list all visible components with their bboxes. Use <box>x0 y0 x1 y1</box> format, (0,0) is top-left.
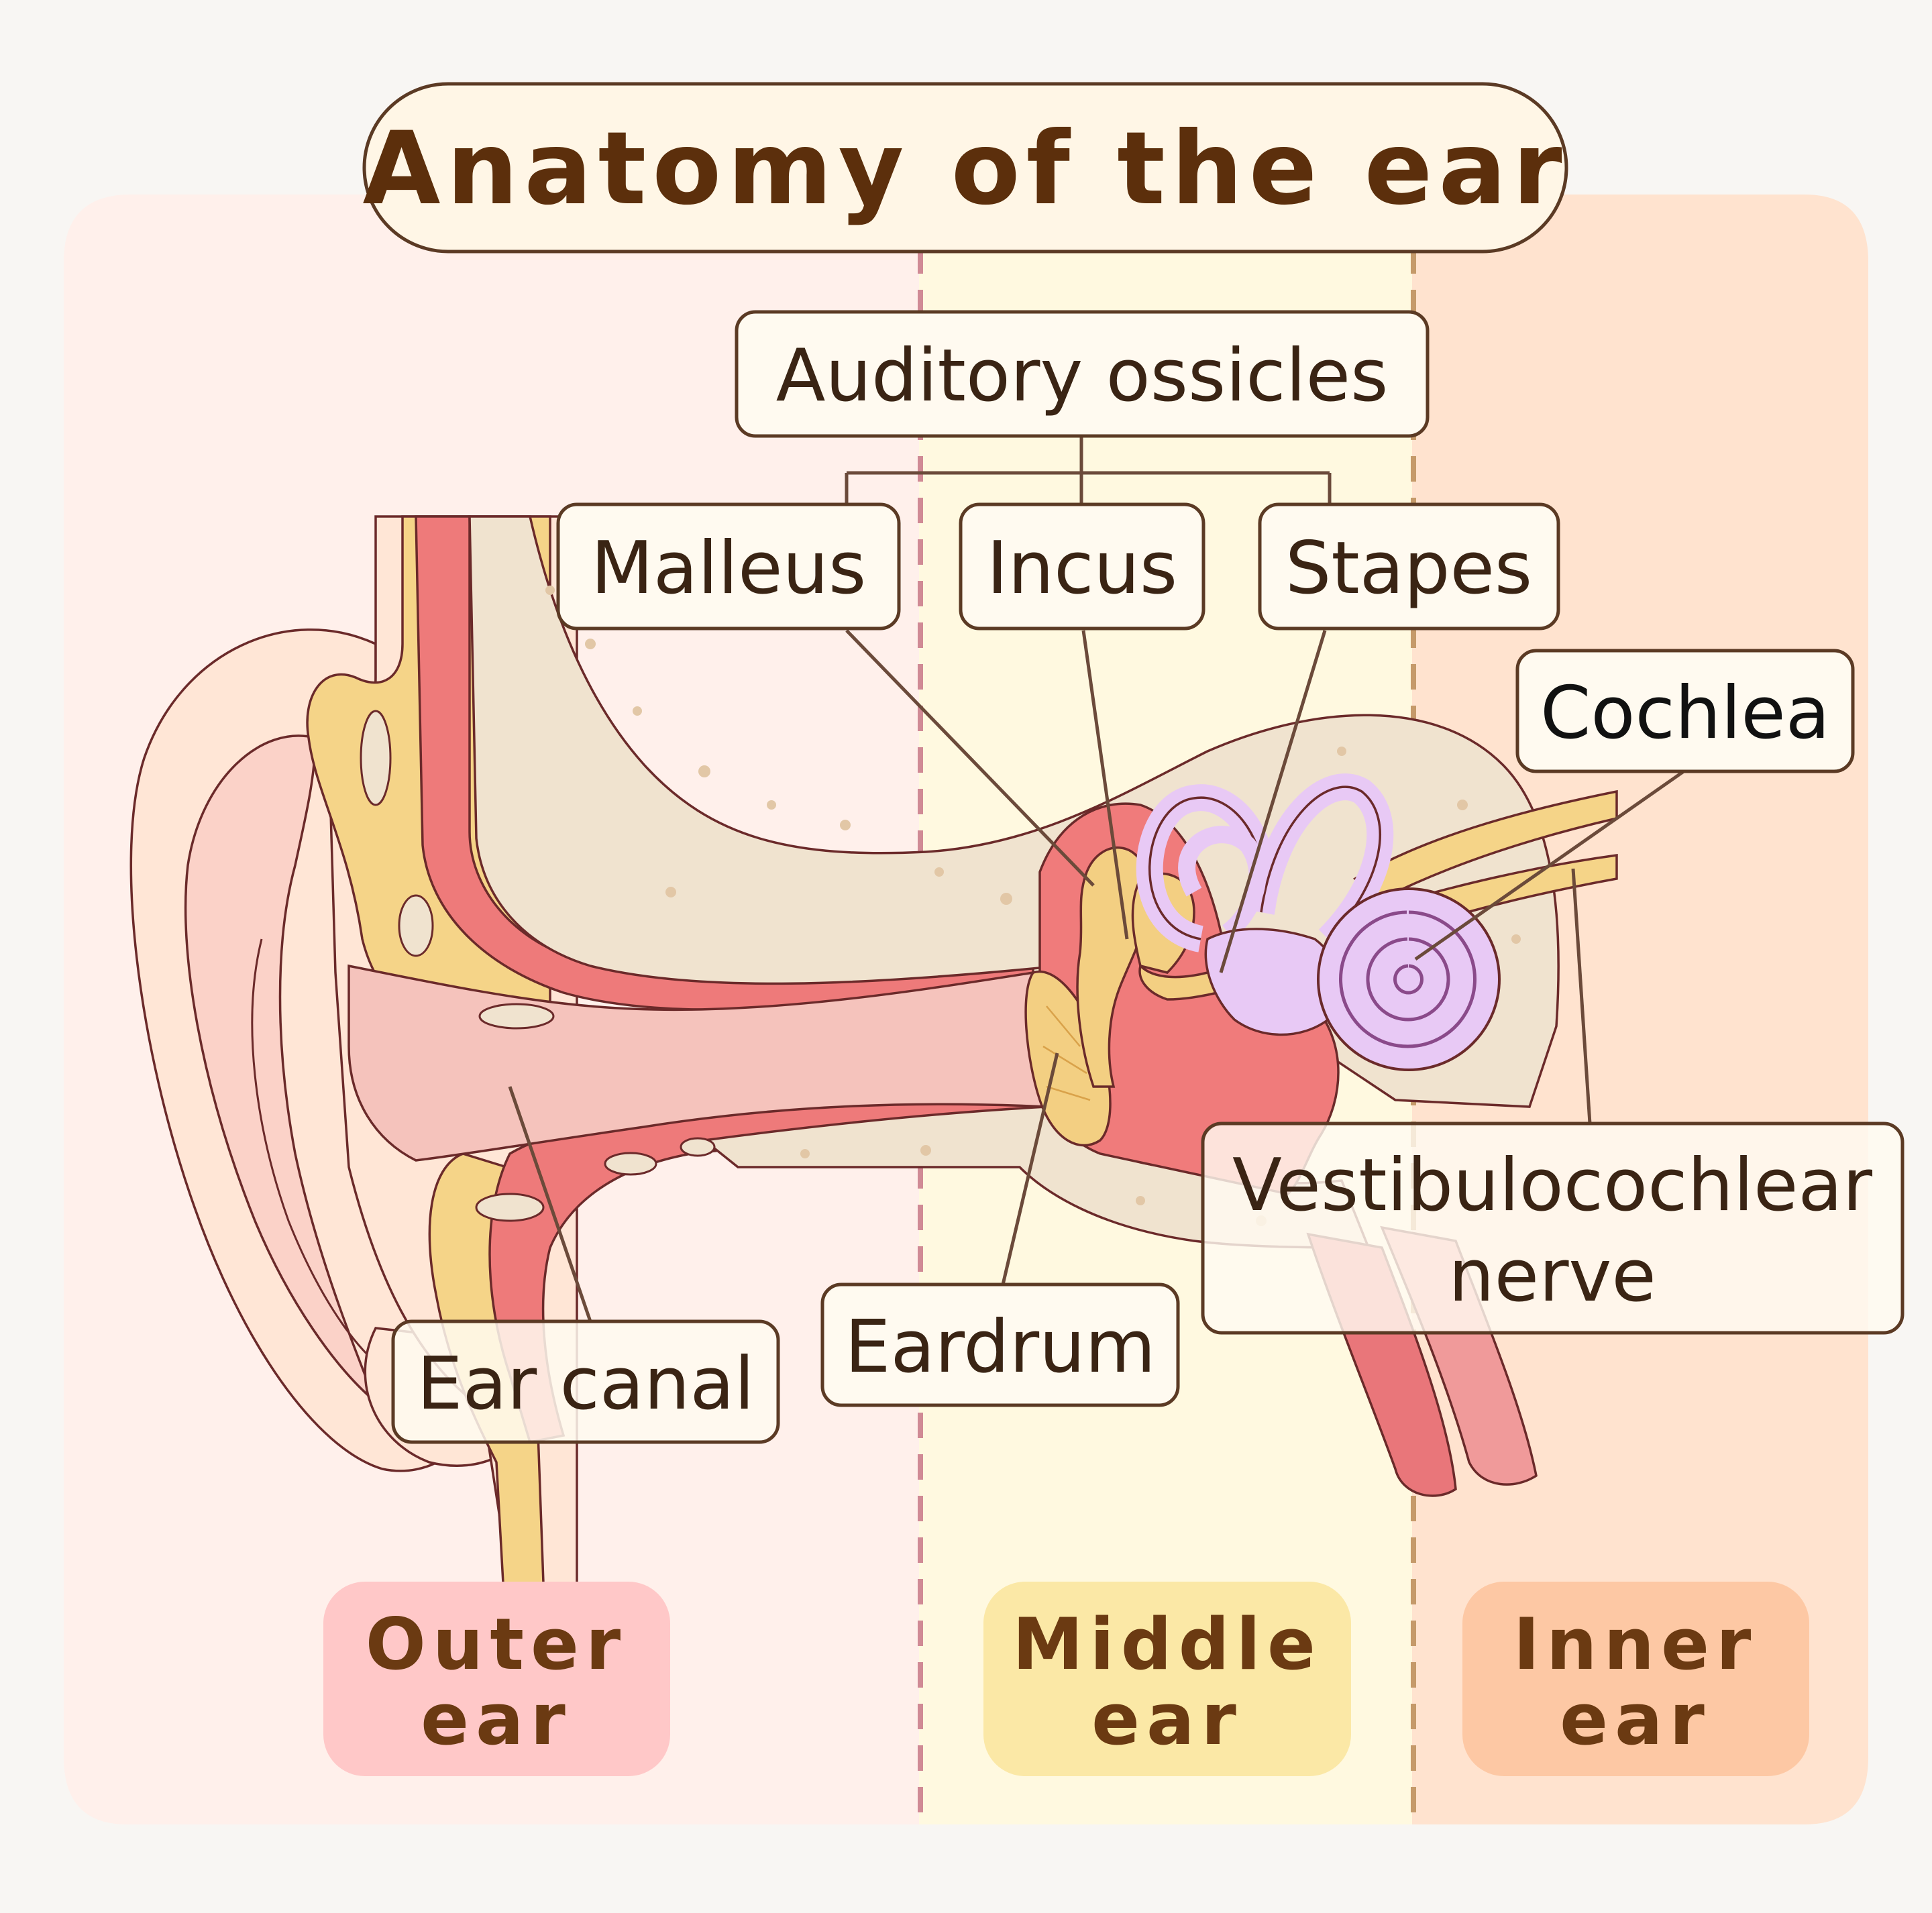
outer-ear-line2: ear <box>421 1678 572 1761</box>
label-eardrum: Eardrum <box>820 1282 1180 1407</box>
outer-ear-line1: Outer <box>366 1603 627 1686</box>
cochlea-shape <box>1317 887 1501 1071</box>
label-cochlea: Cochlea <box>1515 649 1855 773</box>
nerve-bundle <box>1352 789 1618 901</box>
leader-lines <box>508 436 1685 1322</box>
label-incus: Incus <box>959 502 1205 631</box>
label-malleus: Malleus <box>556 502 901 631</box>
badge-middle-ear: Middle ear <box>983 1582 1351 1776</box>
eardrum-label: Eardrum <box>845 1305 1156 1389</box>
ear-canal-label: Ear canal <box>417 1342 754 1426</box>
inner-ear-line2: ear <box>1560 1678 1711 1761</box>
incus-label: Incus <box>987 527 1177 610</box>
label-vestibulocochlear: Vestibulocochlear nerve <box>1201 1122 1904 1335</box>
cochlea-leader <box>1414 769 1685 961</box>
label-ear-canal: Ear canal <box>391 1319 780 1444</box>
cochlea-label: Cochlea <box>1540 671 1830 755</box>
vestibulocochlear-label-line1: Vestibulocochlear <box>1232 1144 1873 1227</box>
incus-leader <box>1081 630 1129 940</box>
vestibulocochlear-label-line2: nerve <box>1448 1234 1656 1318</box>
vestibulocochlear-leader <box>1571 868 1592 1124</box>
malleus-leader <box>845 629 1095 887</box>
eardrum-leader <box>1001 1052 1059 1285</box>
middle-ear-line1: Middle <box>1012 1603 1322 1686</box>
label-auditory-ossicles: Auditory ossicles <box>735 310 1430 438</box>
badge-outer-ear: Outer ear <box>323 1582 670 1776</box>
pinna-helix <box>184 734 377 1403</box>
stapes-leader <box>1219 630 1327 973</box>
cartilage-holes <box>360 710 716 1222</box>
stapes-label: Stapes <box>1285 527 1532 610</box>
middle-ear-line2: ear <box>1091 1678 1243 1761</box>
ear-canal-leader <box>508 1086 592 1322</box>
page-title: Anatomy of the ear <box>362 111 1568 227</box>
title-banner: Anatomy of the ear <box>362 82 1568 254</box>
auditory-ossicles-label: Auditory ossicles <box>776 334 1389 418</box>
inner-ear-line1: Inner <box>1513 1603 1758 1686</box>
ossicles-bracket <box>845 436 1332 503</box>
eardrum-fibers <box>1042 1005 1091 1101</box>
label-stapes: Stapes <box>1258 502 1560 631</box>
badge-inner-ear: Inner ear <box>1462 1582 1809 1776</box>
pinna-fold <box>251 938 383 1370</box>
malleus-label: Malleus <box>591 527 867 610</box>
